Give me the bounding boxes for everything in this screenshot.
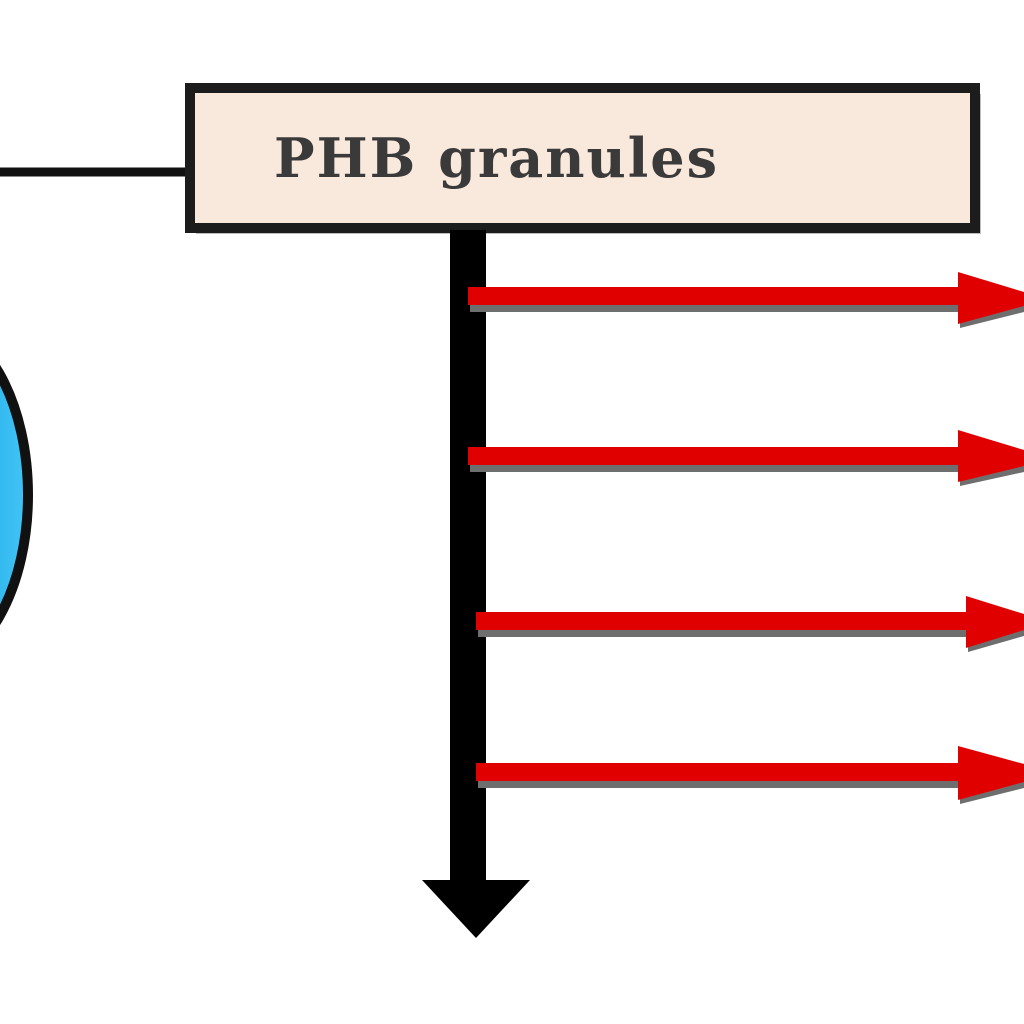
box-label: PHB granules [274,126,720,190]
branch-arrow-1 [468,272,1024,328]
cell-ellipse [0,364,33,626]
trunk-arrowhead [422,880,530,938]
label-box-rect [185,83,980,233]
branch-arrow-4 [476,746,1024,804]
branch-arrow-3 [476,596,1024,652]
label-box: PHB granules [190,88,975,228]
branch-arrow-2 [468,430,1024,486]
